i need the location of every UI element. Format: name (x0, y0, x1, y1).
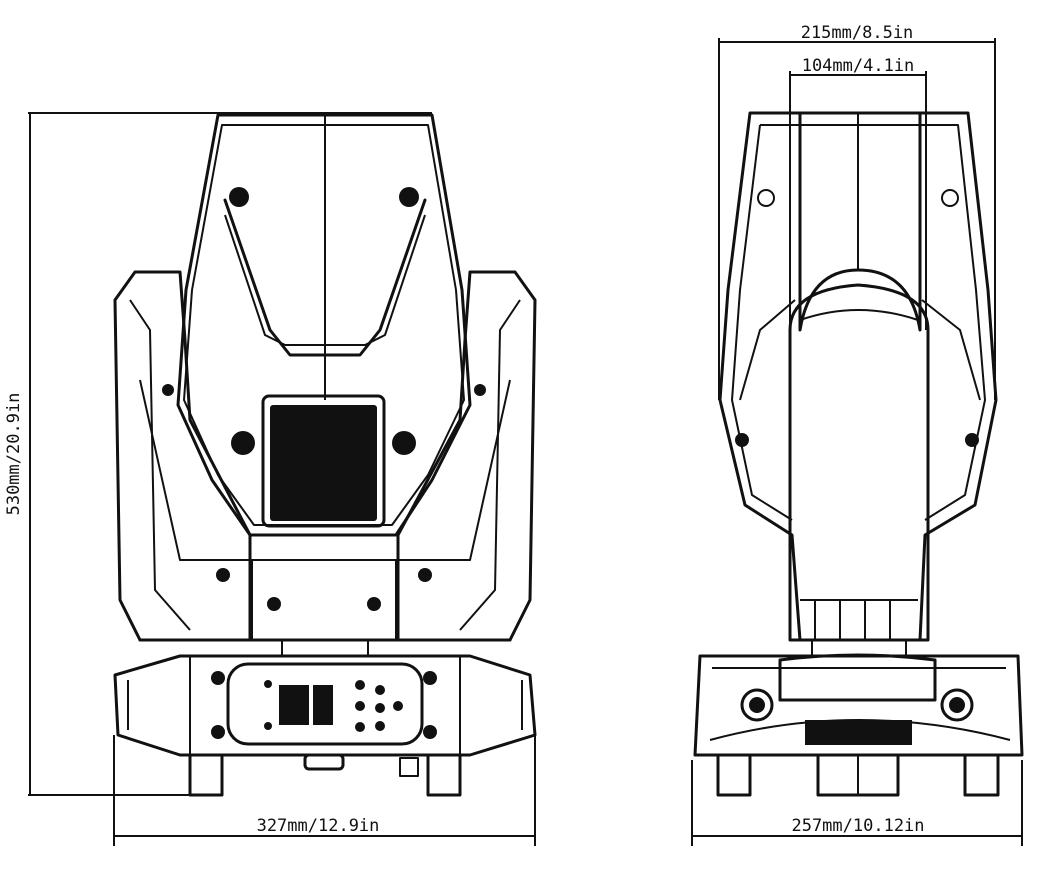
side-inner-width-dimension-label: 104mm/4.1in (802, 56, 915, 76)
front-width-dimension-label: 327mm/12.9in (257, 816, 380, 836)
side-dimensions (691, 38, 1023, 846)
height-dimension-label: 530mm/20.9in (4, 393, 24, 516)
side-base (693, 639, 1024, 797)
front-base (113, 639, 537, 797)
side-base-width-dimension-label: 257mm/10.12in (791, 816, 924, 836)
front-view (28, 112, 537, 846)
front-dimensions (28, 112, 536, 846)
side-top-width-dimension-label: 215mm/8.5in (801, 23, 914, 43)
side-head (788, 111, 930, 642)
side-view (691, 38, 1024, 846)
front-head (176, 113, 472, 537)
